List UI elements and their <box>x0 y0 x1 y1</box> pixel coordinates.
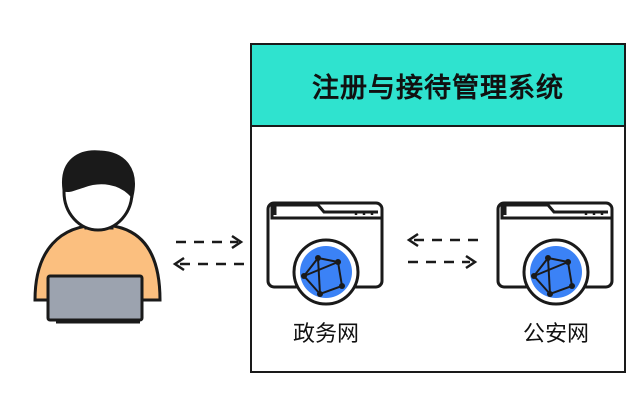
network-police-icon <box>496 201 614 306</box>
network-label-gov: 政务网 <box>292 322 359 347</box>
user-system-arrows <box>172 234 244 272</box>
network-gov-icon <box>266 201 384 306</box>
network-label-police: 公安网 <box>522 322 589 347</box>
laptop-icon <box>46 274 144 324</box>
network-arrows <box>406 232 478 270</box>
system-title: 注册与接待管理系统 <box>312 72 564 104</box>
system-header: 注册与接待管理系统 <box>252 45 624 127</box>
